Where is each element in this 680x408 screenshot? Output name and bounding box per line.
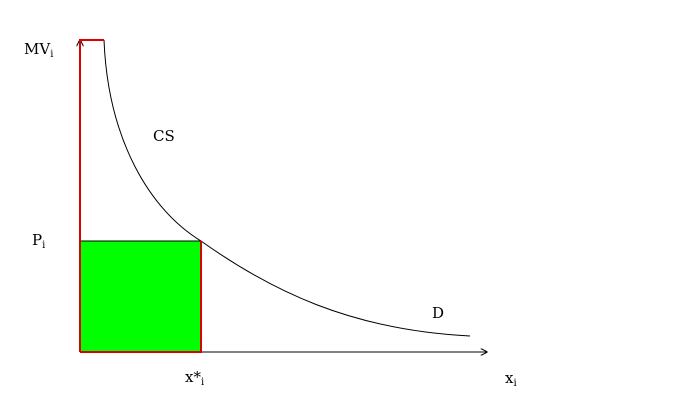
consumer-surplus-label: CS [153,127,175,145]
surplus-boundary [79,39,104,352]
price-label: Pi [32,231,45,251]
y-axis-label: MVi [24,40,53,60]
demand-label: D [432,304,444,322]
x-axis-label: xi [505,369,517,389]
quantity-label: x*i [185,368,204,388]
expenditure-boundary [80,241,202,353]
expenditure-area [80,241,201,352]
